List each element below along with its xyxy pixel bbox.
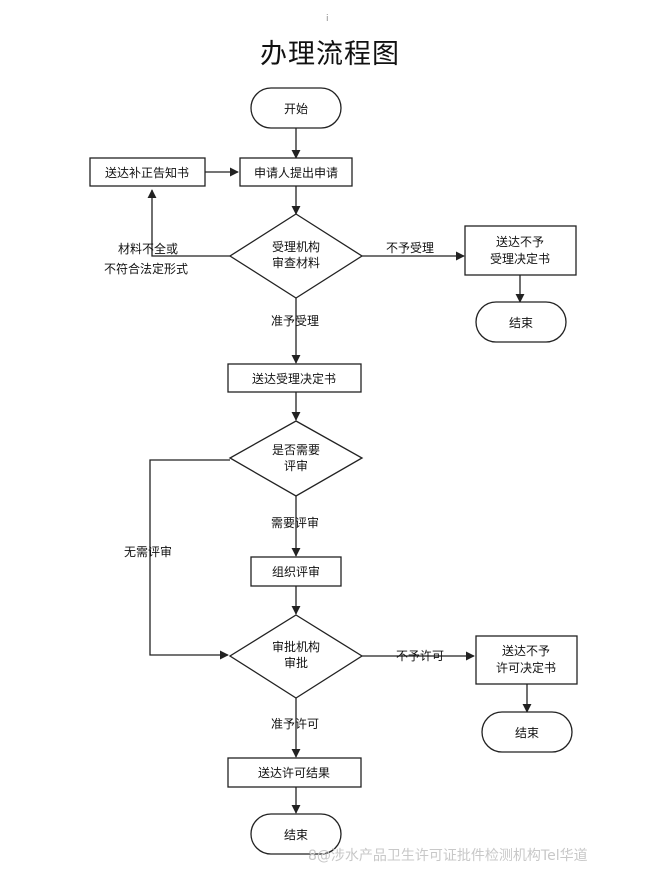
node-organize-eval bbox=[250, 556, 342, 587]
node-review bbox=[228, 213, 364, 299]
edge-label-not-accept: 不予受理 bbox=[386, 241, 434, 255]
node-deny-doc-label-1: 送达不予 bbox=[502, 643, 550, 658]
node-notify-correction-label: 送达补正告知书 bbox=[105, 165, 189, 180]
edge-label-deny: 不予许可 bbox=[396, 649, 444, 663]
node-permit-result-label: 送达许可结果 bbox=[258, 765, 330, 780]
node-need-eval bbox=[228, 420, 364, 497]
node-notify-correction bbox=[89, 157, 206, 187]
edge-label-incomplete-2: 不符合法定形式 bbox=[104, 261, 188, 276]
node-labels: 开始 申请人提出申请 送达补正告知书 受理机构 审查材料 送达不予 受理决定书 … bbox=[105, 102, 556, 842]
edge-label-grant: 准予许可 bbox=[271, 717, 319, 731]
node-apply bbox=[239, 157, 353, 187]
edge-needeval-approve bbox=[149, 459, 230, 660]
node-need-eval-label-1: 是否需要 bbox=[272, 443, 320, 457]
node-need-eval-label-2: 评审 bbox=[284, 458, 308, 473]
node-end1-label: 结束 bbox=[509, 316, 533, 330]
node-reject-doc bbox=[464, 225, 577, 276]
node-end1 bbox=[475, 301, 567, 343]
node-permit-result bbox=[227, 757, 362, 788]
top-mark: ⅰ bbox=[326, 14, 329, 24]
edge-label-no-eval: 无需评审 bbox=[124, 544, 172, 559]
connectors bbox=[147, 128, 532, 814]
node-accept-doc bbox=[227, 363, 362, 393]
node-apply-label: 申请人提出申请 bbox=[254, 165, 338, 180]
shapes bbox=[89, 87, 578, 855]
node-start-label: 开始 bbox=[284, 102, 308, 116]
node-approve bbox=[228, 614, 364, 699]
node-end2 bbox=[481, 711, 573, 753]
edge-labels: 材料不全或 不符合法定形式 不予受理 准予受理 需要评审 无需评审 不予许可 准… bbox=[104, 241, 444, 731]
edge-review-notify bbox=[147, 189, 230, 257]
node-deny-doc-label-2: 许可决定书 bbox=[496, 660, 556, 675]
edge-label-accept: 准予受理 bbox=[271, 314, 319, 328]
node-review-label-1: 受理机构 bbox=[272, 239, 320, 254]
node-organize-eval-label: 组织评审 bbox=[272, 564, 320, 579]
node-approve-label-1: 审批机构 bbox=[272, 639, 320, 654]
watermark: 8@涉水产品卫生许可证批件检测机构Tel华道 bbox=[308, 848, 588, 864]
node-approve-label-2: 审批 bbox=[284, 655, 308, 670]
node-start bbox=[250, 87, 342, 129]
node-end3-label: 结束 bbox=[284, 828, 308, 842]
node-reject-doc-label-2: 受理决定书 bbox=[490, 251, 550, 266]
node-reject-doc-label-1: 送达不予 bbox=[496, 234, 544, 249]
node-accept-doc-label: 送达受理决定书 bbox=[252, 371, 336, 386]
node-end3 bbox=[250, 813, 342, 855]
node-review-label-2: 审查材料 bbox=[272, 255, 320, 270]
node-deny-doc bbox=[475, 635, 578, 685]
edge-label-need-eval: 需要评审 bbox=[271, 515, 319, 530]
page-title: 办理流程图 bbox=[260, 39, 400, 70]
node-end2-label: 结束 bbox=[515, 726, 539, 740]
edge-label-incomplete-1: 材料不全或 bbox=[118, 241, 178, 256]
